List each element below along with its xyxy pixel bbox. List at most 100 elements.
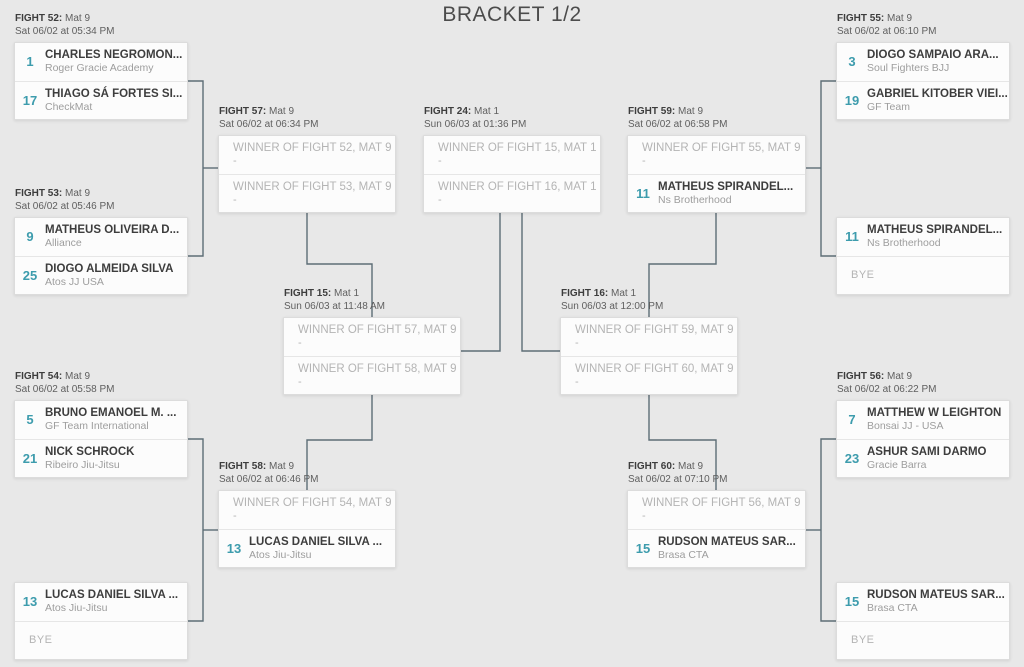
team-name: Brasa CTA <box>658 548 709 561</box>
fight-datetime: Sun 06/03 at 11:48 AM <box>284 301 386 312</box>
competitor-slot[interactable]: 11 MATHEUS SPIRANDEL...Ns Brotherhood <box>837 218 1009 256</box>
competitor-slot[interactable]: 1 CHARLES NEGROMON...Roger Gracie Academ… <box>15 43 187 81</box>
winner-dash: - <box>298 375 302 388</box>
seed-number: 1 <box>26 54 34 70</box>
seed-number: 19 <box>844 92 860 108</box>
fight-datetime: Sat 06/02 at 06:22 PM <box>837 384 937 395</box>
fighter-name: LUCAS DANIEL SILVA ... <box>249 535 383 548</box>
fight-info: FIGHT 24: Mat 1 Sun 06/03 at 01:36 PM <box>424 105 526 131</box>
fighter-name: MATHEUS SPIRANDEL... <box>867 224 1003 237</box>
competitor-slot[interactable]: 5 BRUNO EMANOEL M. ...GF Team Internatio… <box>15 401 187 439</box>
match-card: 3 DIOGO SAMPAIO ARA...Soul Fighters BJJ … <box>836 42 1010 120</box>
fight-number: FIGHT 59: <box>628 106 676 117</box>
seed-number: 11 <box>636 185 650 201</box>
team-name: Soul Fighters BJJ <box>867 62 950 75</box>
winner-dash: - <box>233 155 237 168</box>
competitor-slot[interactable]: 19 GABRIEL KITOBER VIEI...GF Team <box>837 80 1009 120</box>
winner-dash: - <box>438 155 442 168</box>
fighter-name: DIOGO ALMEIDA SILVA <box>45 262 174 275</box>
fighter-name: THIAGO SÁ FORTES SI... <box>45 87 183 100</box>
fight-mat: Mat 1 <box>611 288 637 299</box>
competitor-slot[interactable]: 13 LUCAS DANIEL SILVA ...Atos Jiu-Jitsu <box>15 583 187 621</box>
fight-datetime: Sun 06/03 at 12:00 PM <box>561 301 664 312</box>
fight-datetime: Sat 06/02 at 06:34 PM <box>219 119 319 130</box>
winner-placeholder-slot: WINNER OF FIGHT 52, MAT 9- <box>219 136 395 174</box>
fighter-name: GABRIEL KITOBER VIEI... <box>867 87 1008 100</box>
winner-dash: - <box>233 510 237 523</box>
match-bye-lucas: 13 LUCAS DANIEL SILVA ...Atos Jiu-Jitsu … <box>14 582 188 660</box>
match-fight-24: FIGHT 24: Mat 1 Sun 06/03 at 01:36 PM WI… <box>423 106 601 213</box>
fighter-name: RUDSON MATEUS SAR... <box>658 535 796 548</box>
winner-dash: - <box>298 337 302 350</box>
match-fight-56: FIGHT 56: Mat 9 Sat 06/02 at 06:22 PM 7 … <box>836 371 1010 478</box>
winner-placeholder: WINNER OF FIGHT 15, MAT 1 <box>438 142 597 155</box>
winner-placeholder: WINNER OF FIGHT 16, MAT 1 <box>438 180 597 193</box>
fight-datetime: Sat 06/02 at 06:46 PM <box>219 474 319 485</box>
fight-number: FIGHT 60: <box>628 461 676 472</box>
bye-slot: BYE <box>837 620 1009 660</box>
seed-number: 11 <box>845 229 859 245</box>
match-card: 9 MATHEUS OLIVEIRA D...Alliance 25 DIOGO… <box>14 217 188 295</box>
team-name: Brasa CTA <box>867 602 918 615</box>
match-fight-52: FIGHT 52: Mat 9 Sat 06/02 at 05:34 PM 1 … <box>14 13 188 120</box>
winner-placeholder: WINNER OF FIGHT 54, MAT 9 <box>233 497 392 510</box>
competitor-slot[interactable]: 11 MATHEUS SPIRANDEL...Ns Brotherhood <box>628 173 805 213</box>
competitor-slot[interactable]: 15 RUDSON MATEUS SAR...Brasa CTA <box>628 528 805 568</box>
fighter-name: MATHEUS SPIRANDEL... <box>658 180 794 193</box>
competitor-slot[interactable]: 17 THIAGO SÁ FORTES SI...CheckMat <box>15 80 187 120</box>
fight-info: FIGHT 56: Mat 9 Sat 06/02 at 06:22 PM <box>837 370 937 396</box>
winner-placeholder-slot: WINNER OF FIGHT 54, MAT 9- <box>219 491 395 529</box>
fight-number: FIGHT 55: <box>837 13 885 24</box>
match-fight-58: FIGHT 58: Mat 9 Sat 06/02 at 06:46 PM WI… <box>218 461 396 568</box>
competitor-slot[interactable]: 15 RUDSON MATEUS SAR...Brasa CTA <box>837 583 1009 621</box>
fight-info: FIGHT 16: Mat 1 Sun 06/03 at 12:00 PM <box>561 287 663 313</box>
winner-placeholder-slot: WINNER OF FIGHT 60, MAT 9- <box>561 355 737 395</box>
fight-info: FIGHT 57: Mat 9 Sat 06/02 at 06:34 PM <box>219 105 319 131</box>
winner-dash: - <box>438 193 442 206</box>
fight-mat: Mat 9 <box>269 106 295 117</box>
fighter-name: DIOGO SAMPAIO ARA... <box>867 49 999 62</box>
match-card: WINNER OF FIGHT 55, MAT 9- 11 MATHEUS SP… <box>627 135 806 213</box>
fight-datetime: Sat 06/02 at 07:10 PM <box>628 474 728 485</box>
seed-number: 23 <box>844 450 860 466</box>
match-fight-59: FIGHT 59: Mat 9 Sat 06/02 at 06:58 PM WI… <box>627 106 806 213</box>
fight-mat: Mat 9 <box>678 461 704 472</box>
match-card: 1 CHARLES NEGROMON...Roger Gracie Academ… <box>14 42 188 120</box>
seed-number: 3 <box>848 54 856 70</box>
winner-placeholder-slot: WINNER OF FIGHT 16, MAT 1- <box>424 173 600 213</box>
team-name: Ns Brotherhood <box>658 193 732 206</box>
winner-placeholder-slot: WINNER OF FIGHT 15, MAT 1- <box>424 136 600 174</box>
fight-datetime: Sat 06/02 at 05:46 PM <box>15 201 115 212</box>
competitor-slot[interactable]: 9 MATHEUS OLIVEIRA D...Alliance <box>15 218 187 256</box>
match-card: 13 LUCAS DANIEL SILVA ...Atos Jiu-Jitsu … <box>14 582 188 660</box>
seed-number: 5 <box>26 412 34 428</box>
fight-info: FIGHT 15: Mat 1 Sun 06/03 at 11:48 AM <box>284 287 385 313</box>
fight-info: FIGHT 60: Mat 9 Sat 06/02 at 07:10 PM <box>628 460 728 486</box>
match-fight-55: FIGHT 55: Mat 9 Sat 06/02 at 06:10 PM 3 … <box>836 13 1010 120</box>
fight-info: FIGHT 53: Mat 9 Sat 06/02 at 05:46 PM <box>15 187 115 213</box>
fight-info: FIGHT 58: Mat 9 Sat 06/02 at 06:46 PM <box>219 460 319 486</box>
competitor-slot[interactable]: 13 LUCAS DANIEL SILVA ...Atos Jiu-Jitsu <box>219 528 395 568</box>
winner-dash: - <box>575 337 579 350</box>
fighter-name: RUDSON MATEUS SAR... <box>867 589 1005 602</box>
match-fight-57: FIGHT 57: Mat 9 Sat 06/02 at 06:34 PM WI… <box>218 106 396 213</box>
team-name: Ns Brotherhood <box>867 237 941 250</box>
seed-number: 13 <box>226 540 242 556</box>
winner-placeholder: WINNER OF FIGHT 60, MAT 9 <box>575 362 734 375</box>
fighter-name: MATTHEW W LEIGHTON <box>867 407 1002 420</box>
seed-number: 25 <box>22 267 38 283</box>
match-card: 5 BRUNO EMANOEL M. ...GF Team Internatio… <box>14 400 188 478</box>
fight-mat: Mat 9 <box>887 13 913 24</box>
winner-placeholder-slot: WINNER OF FIGHT 53, MAT 9- <box>219 173 395 213</box>
competitor-slot[interactable]: 3 DIOGO SAMPAIO ARA...Soul Fighters BJJ <box>837 43 1009 81</box>
match-card: WINNER OF FIGHT 15, MAT 1- WINNER OF FIG… <box>423 135 601 213</box>
team-name: CheckMat <box>45 100 93 113</box>
team-name: Gracie Barra <box>867 458 927 471</box>
fight-number: FIGHT 53: <box>15 188 63 199</box>
